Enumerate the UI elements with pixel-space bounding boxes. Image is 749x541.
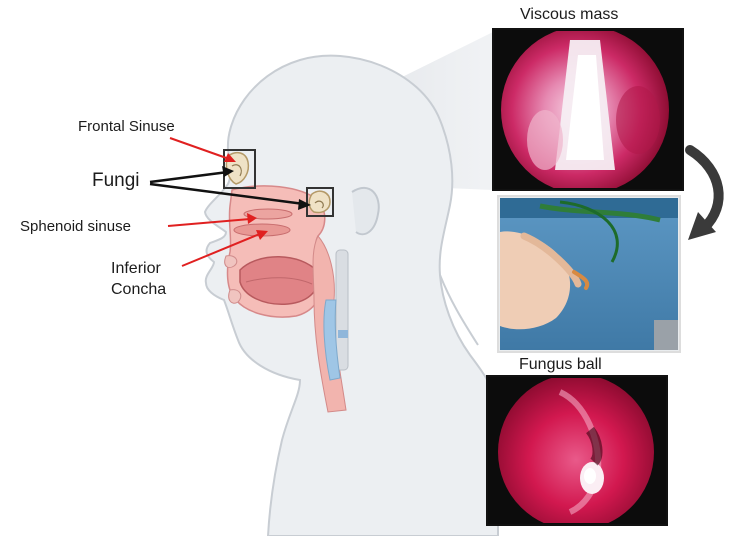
middle-concha	[243, 208, 293, 220]
fungus-ball-title: Fungus ball	[519, 356, 602, 373]
endoscopy-panel-fungus-ball	[486, 375, 668, 526]
fungi-label: Fungi	[92, 170, 140, 191]
curved-arrow	[685, 145, 724, 233]
sphenoid-sinus-label: Sphenoid sinuse	[20, 218, 131, 235]
viscous-mass-title: Viscous mass	[520, 6, 619, 23]
endoscopy-panel-viscous-mass	[492, 28, 684, 191]
specimen-photo-panel	[497, 195, 681, 353]
inferior-concha-label-line1: Inferior	[111, 260, 161, 277]
curved-arrow-head	[688, 212, 716, 240]
pointer-arrows	[149, 137, 311, 267]
spine	[335, 249, 349, 371]
sphenoid-sinus-box	[306, 187, 334, 217]
head-silhouette	[203, 54, 500, 537]
frontal-sinus-label: Frontal Sinuse	[78, 118, 175, 135]
ear	[351, 186, 380, 236]
inferior-concha-label-line2: Concha	[111, 281, 167, 298]
sphenoid-sinus	[308, 190, 331, 214]
trachea	[323, 299, 341, 381]
